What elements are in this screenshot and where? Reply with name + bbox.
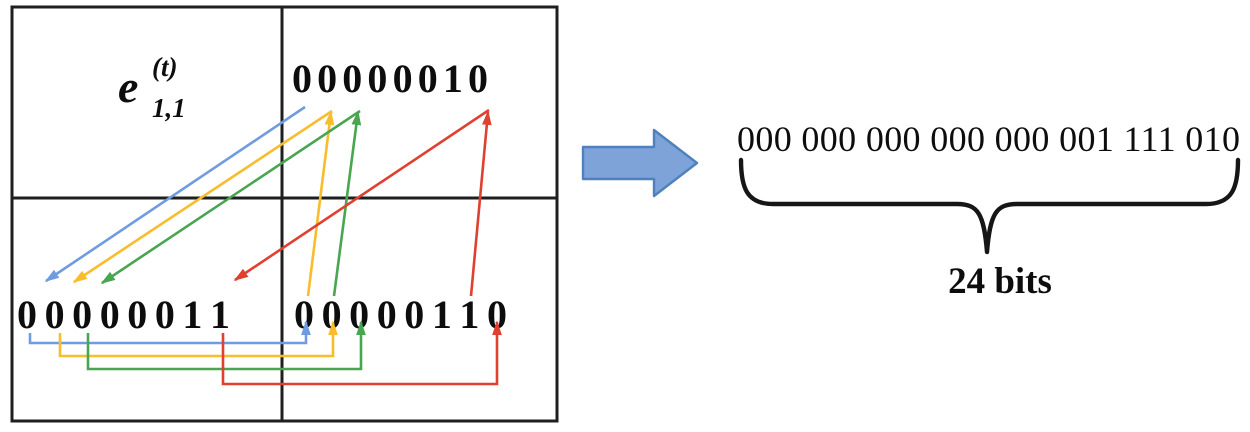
grid-outer-border xyxy=(10,5,559,423)
red-diagonal-arrow xyxy=(233,108,490,282)
yellow-elbow-arrow xyxy=(58,320,338,358)
blue-elbow-arrow xyxy=(28,320,311,345)
green-steep-arrow xyxy=(332,110,362,297)
bottom-left-cell-bits: 0 0 0 0 0 0 1 1 xyxy=(17,292,230,337)
red-elbow-arrow xyxy=(221,320,502,386)
red-steep-arrow xyxy=(469,110,492,297)
bit-traversal-arrows xyxy=(28,105,502,386)
weight-grid xyxy=(10,5,559,423)
green-diagonal-arrow xyxy=(100,109,361,285)
cell-label-base: e xyxy=(118,61,138,112)
big-right-arrow-icon xyxy=(581,128,699,198)
blue-diagonal-arrow xyxy=(44,105,306,283)
brace-label-24-bits: 24 bits xyxy=(948,261,1052,302)
cell-label-e11t: e (t) 1,1 xyxy=(118,35,189,123)
underbrace xyxy=(738,157,1241,255)
yellow-steep-arrow xyxy=(306,110,335,297)
yellow-diagonal-arrow xyxy=(72,109,333,284)
cell-label-subscript: 1,1 xyxy=(152,93,186,123)
top-right-cell-bits: 0 0 0 0 0 0 1 0 xyxy=(292,56,488,101)
cell-label-superscript: (t) xyxy=(152,52,177,82)
green-elbow-arrow xyxy=(86,320,366,371)
bottom-right-cell-bits: 0 0 0 0 0 1 1 0 xyxy=(294,292,507,337)
output-bit-string: 000 000 000 000 000 001 111 010 xyxy=(737,119,1240,159)
